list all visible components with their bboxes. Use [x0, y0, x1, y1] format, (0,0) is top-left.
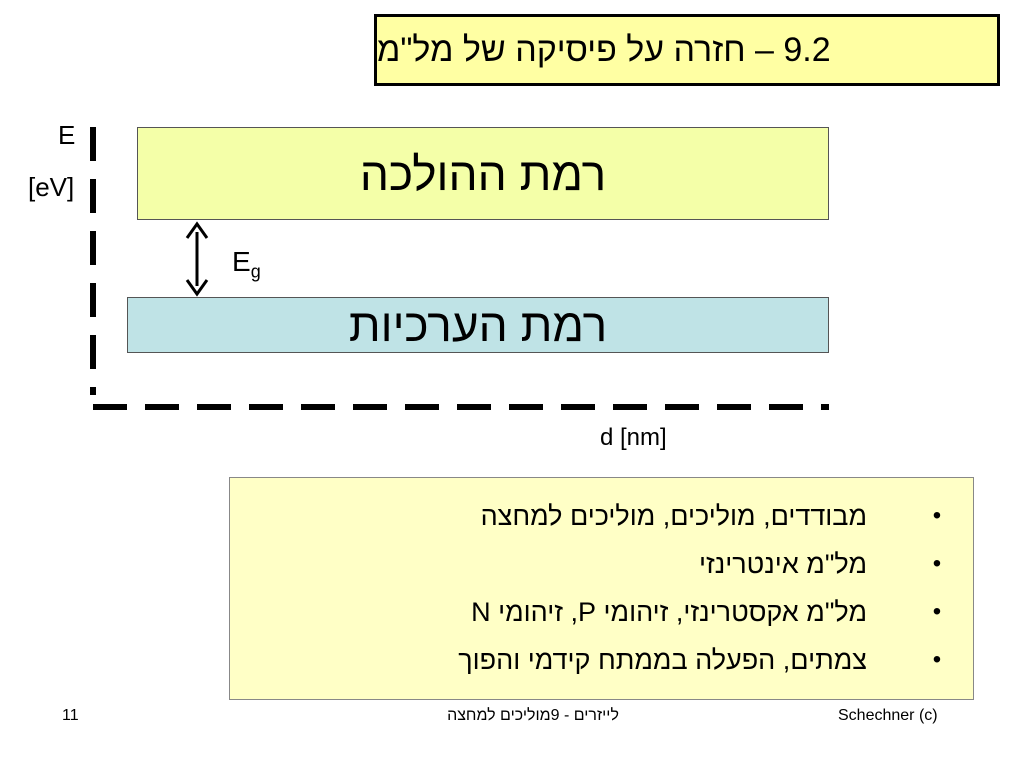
- energy-gap-arrow: [185, 221, 209, 297]
- valence-band: רמת הערכיות: [127, 297, 829, 353]
- slide-number: 11: [62, 707, 79, 724]
- bullet-text: מל"מ אינטרינזי: [698, 548, 867, 579]
- energy-gap-subscript: g: [250, 261, 261, 282]
- slide-title-box: 9.2 – חזרה על פיסיקה של מל"מ: [374, 14, 1000, 86]
- valence-band-label: רמת הערכיות: [348, 299, 608, 351]
- energy-gap-label: Eg: [232, 246, 261, 283]
- bullet-marker: •: [932, 646, 942, 673]
- bullet-text: מבודדים, מוליכים, מוליכים למחצה: [480, 500, 867, 531]
- distance-axis-label: d [nm]: [600, 424, 667, 451]
- bullet-marker: •: [932, 502, 942, 529]
- energy-axis-unit: [eV]: [28, 172, 75, 202]
- list-item: • מל"מ אינטרינזי: [250, 540, 957, 588]
- conduction-band: רמת ההולכה: [137, 127, 829, 220]
- bullet-text: מל"מ אקסטרינזי, זיהומי P, זיהומי N: [471, 596, 867, 627]
- list-item: • צמתים, הפעלה בממתח קידמי והפוך: [250, 636, 957, 684]
- energy-gap-symbol: E: [232, 246, 251, 277]
- list-item: • מל"מ אקסטרינזי, זיהומי P, זיהומי N: [250, 588, 957, 636]
- bullet-text: צמתים, הפעלה בממתח קידמי והפוך: [458, 644, 867, 675]
- footer-copyright: Schechner (c): [838, 707, 938, 724]
- slide-title: 9.2 – חזרה על פיסיקה של מל"מ: [377, 30, 831, 69]
- bullet-marker: •: [932, 550, 942, 577]
- footer-course-title: לייזרים - 9מוליכים למחצה: [447, 707, 619, 724]
- bullet-list: • מבודדים, מוליכים, מוליכים למחצה • מל"מ…: [229, 477, 974, 700]
- conduction-band-label: רמת ההולכה: [359, 147, 607, 200]
- bullet-marker: •: [932, 598, 942, 625]
- list-item: • מבודדים, מוליכים, מוליכים למחצה: [250, 492, 957, 540]
- energy-axis-symbol: E: [58, 120, 76, 150]
